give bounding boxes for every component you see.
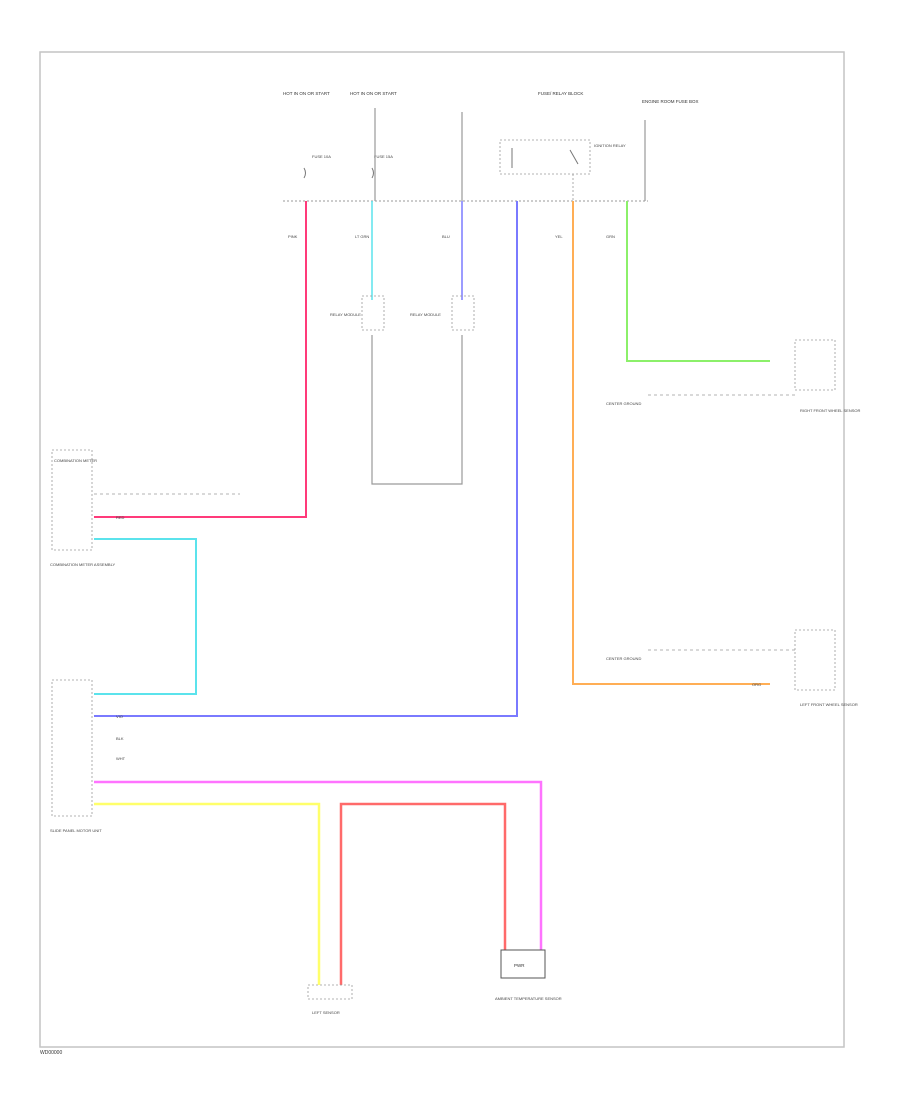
left-sensor-box [307,984,353,1000]
combination-meter-box [51,449,93,551]
relay-module-right-label: RELAY MODULE [410,312,441,317]
left-sensor-label: LEFT SENSOR [312,1010,340,1015]
wire-red [339,802,507,985]
fuse-left-symbol [303,167,306,179]
left-front-sensor-label: LEFT FRONT WHEEL SENSOR [800,702,858,707]
wire-code-ltgrn: LT GRN [355,234,369,239]
relay-module-left-label: RELAY MODULE [330,312,361,317]
combination-meter-label: COMBINATION METER [54,458,97,463]
center-ground-label-2: CENTER GROUND [606,656,641,661]
fuse-relay-block-label: FUSE/ RELAY BLOCK [538,91,583,96]
wire-pink [94,201,307,518]
relay-contact-right [569,149,579,165]
left-front-sensor-box [794,629,836,691]
relay-module-right [451,295,475,331]
wire-code-org: ORG [752,682,761,687]
relay-module-left [361,295,385,331]
combination-meter-assembly-label: COMBINATION METER ASSEMBLY [50,562,116,567]
wire-code-vio: VIO [116,714,123,719]
wire-orange [572,201,770,685]
ambient-sensor-label: AMBIENT TEMPERATURE SENSOR [495,996,562,1001]
wire-code-blu: BLU [442,234,450,239]
wire-blue [94,201,518,717]
footer-code: WD00000 [40,1050,62,1056]
fuse-mid-label: FUSE 15A [374,154,393,159]
center-ground-label-1: CENTER GROUND [606,401,641,406]
wire-code-grn: GRN [606,234,615,239]
wire-code-wht: WHT [116,756,126,761]
wire-cyan [94,538,197,695]
hot-run-label-left: HOT IN ON OR START [283,91,330,96]
ambient-sensor-box [500,949,546,979]
wire-code-yel: YEL [555,234,563,239]
wire-code-pink: PINK [288,234,298,239]
ambient-sensor-box-label: PWR [514,963,525,968]
wire-magenta [94,780,543,950]
engine-room-fuse-label: ENGINE ROOM FUSE BOX [642,99,699,104]
wire-gray-loop [371,335,463,485]
wire-code-red: RED [116,515,125,520]
fuse-mid-symbol [371,167,374,179]
motor-unit-box [51,679,93,817]
fuse-left-label: FUSE 10A [312,154,331,159]
diagram-frame [39,51,845,1048]
wire-green [626,201,770,362]
wire-yellow [94,802,321,985]
motor-unit-label: SLIDE PANEL MOTOR UNIT [50,828,102,833]
ignition-relay-box [499,139,591,175]
right-front-sensor-box [794,339,836,391]
right-front-sensor-label: RIGHT FRONT WHEEL SENSOR [800,408,860,413]
ignition-relay-label: IGNITION RELAY [594,143,626,148]
hot-run-label-right: HOT IN ON OR START [350,91,397,96]
wire-code-blk: BLK [116,736,124,741]
